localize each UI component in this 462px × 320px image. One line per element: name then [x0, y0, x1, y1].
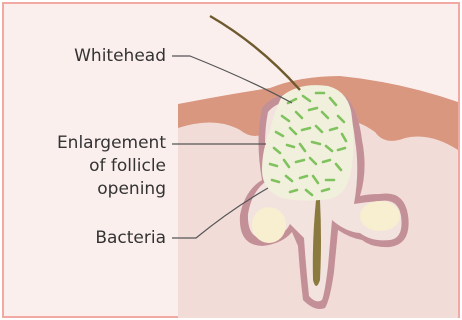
- enlargement-label-line1: Enlargement: [57, 133, 166, 154]
- bacteria-label: Bacteria: [95, 228, 166, 249]
- sebaceous-gland-left: [252, 207, 286, 243]
- whitehead-label: Whitehead: [74, 46, 166, 67]
- sebaceous-gland-right: [360, 201, 400, 231]
- enlargement-label-line3: opening: [97, 179, 166, 200]
- hair-shaft: [210, 16, 300, 90]
- enlargement-label-line2: of follicle: [89, 156, 166, 177]
